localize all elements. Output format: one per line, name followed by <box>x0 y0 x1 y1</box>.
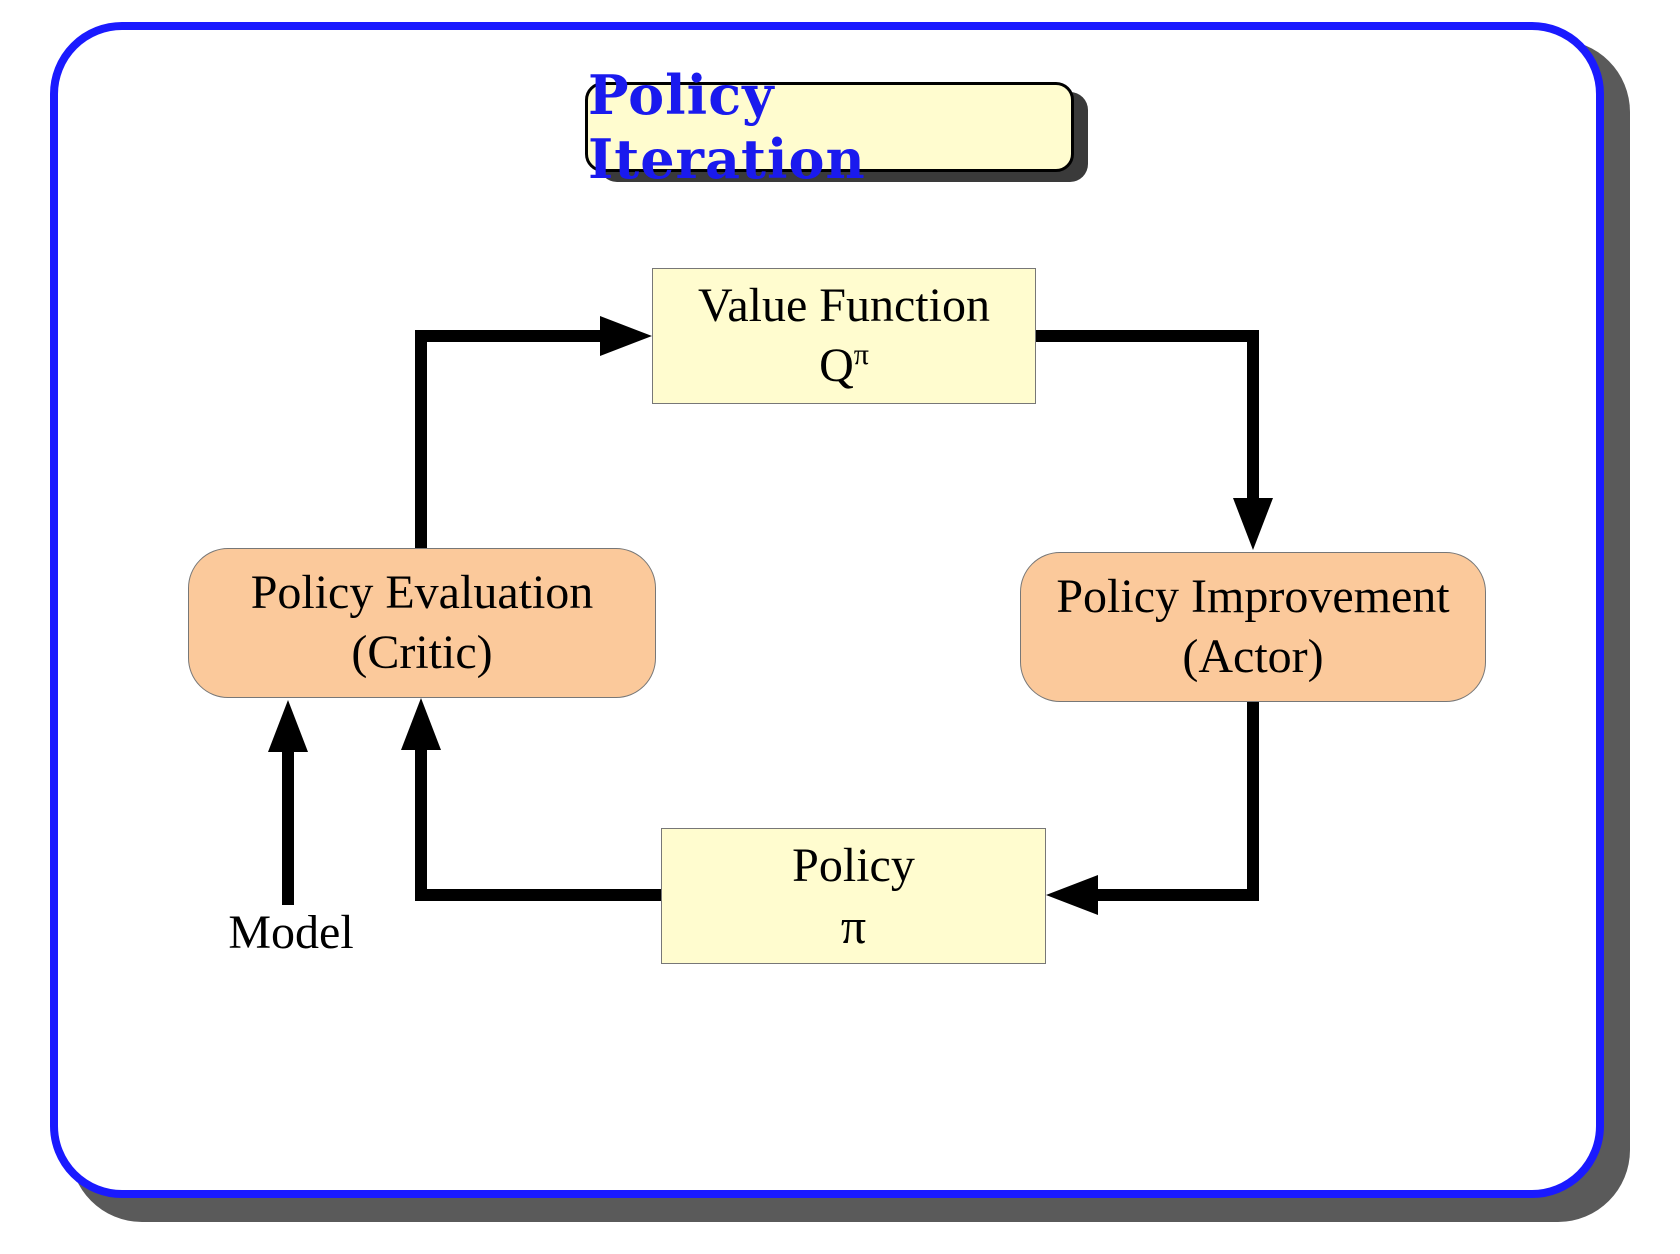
q-symbol: Q <box>819 339 854 392</box>
arrow-improvement-to-policy <box>1098 700 1259 901</box>
slide-title: Policy Iteration <box>588 63 866 191</box>
policy-evaluation-label: Policy Evaluation <box>250 566 594 619</box>
policy-box: Policy π <box>661 828 1046 964</box>
policy-improvement-label: Policy Improvement <box>1056 570 1450 623</box>
pi-superscript: π <box>853 338 869 371</box>
critic-label: (Critic) <box>351 626 493 679</box>
q-pi-symbol: Qπ <box>819 336 869 396</box>
footer-strip <box>0 1226 1680 1254</box>
policy-label: Policy <box>792 839 915 892</box>
pi-symbol: π <box>840 898 867 954</box>
arrowhead-improvement <box>1233 498 1273 550</box>
arrow-evaluation-to-value-function <box>415 330 608 548</box>
value-function-label: Value Function <box>698 279 990 332</box>
arrowhead-evaluation-critic <box>401 698 441 750</box>
arrow-policy-to-evaluation <box>415 750 661 901</box>
policy-improvement-box: Policy Improvement (Actor) <box>1020 552 1486 702</box>
arrow-value-function-to-improvement <box>1034 330 1259 500</box>
model-label: Model <box>228 906 354 959</box>
arrowhead-evaluation-model <box>268 700 308 752</box>
arrowhead-value-function <box>600 316 652 356</box>
policy-evaluation-box: Policy Evaluation (Critic) <box>188 548 656 698</box>
value-function-box: Value Function Qπ <box>652 268 1036 404</box>
actor-label: (Actor) <box>1182 630 1324 683</box>
arrowhead-policy <box>1046 875 1098 915</box>
title-box: Policy Iteration <box>585 63 1074 191</box>
